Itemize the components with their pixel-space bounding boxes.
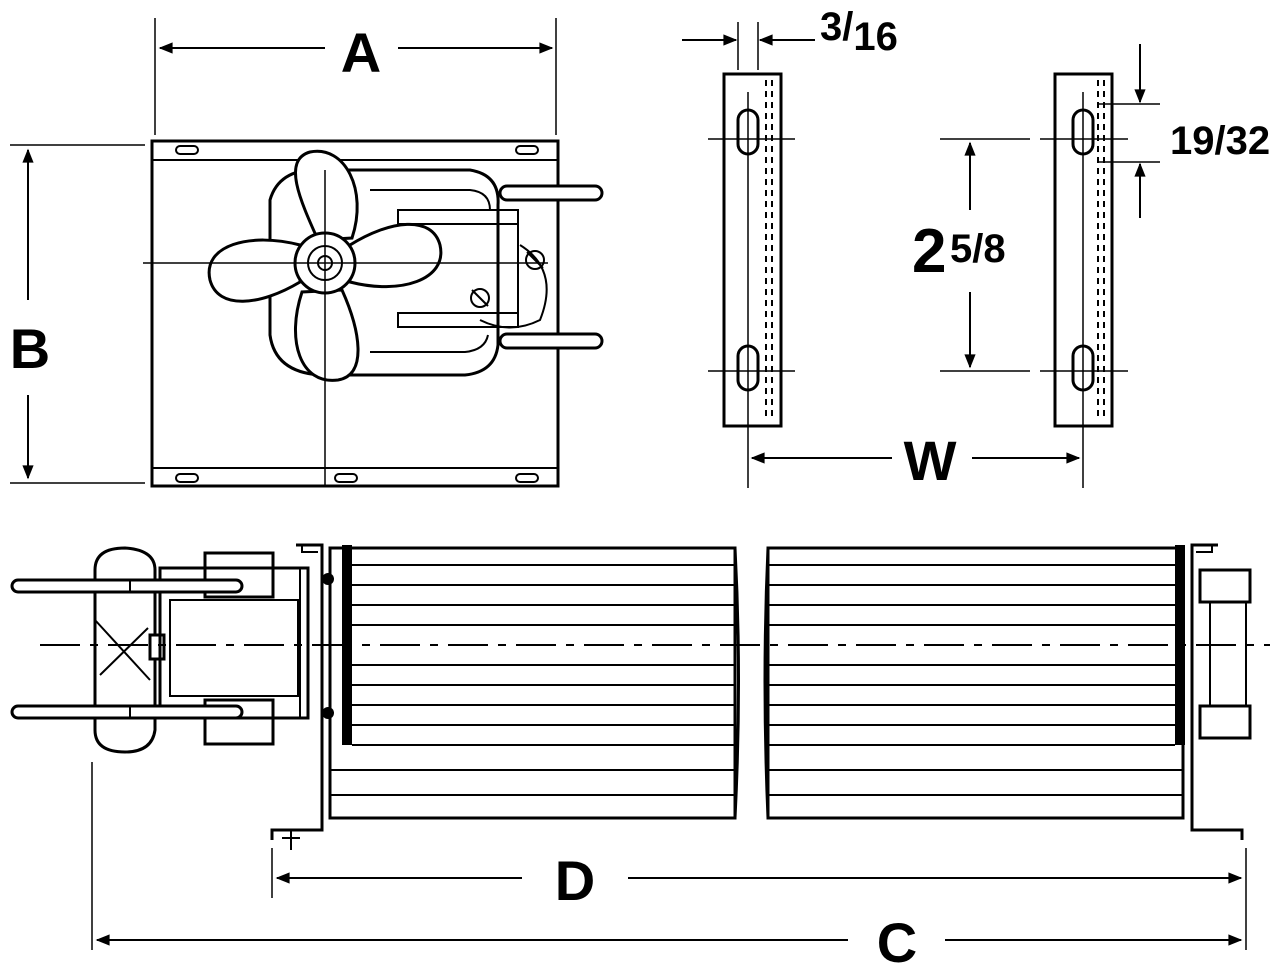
fan-blade-bottom	[294, 288, 360, 382]
housing-right-segment	[766, 546, 1185, 820]
lead-wire	[479, 244, 548, 329]
motor-boss-bottom	[203, 698, 275, 746]
dim-b-label: B	[10, 317, 50, 380]
dim-d-label: D	[555, 849, 595, 912]
screw-slot	[471, 289, 489, 307]
fan-blade-left	[207, 238, 302, 303]
dim-hole-spacing-fraction: 5/8	[950, 227, 1006, 271]
nut	[322, 573, 334, 585]
break-line-right	[763, 547, 770, 819]
break-line-left	[733, 547, 740, 819]
bearing-block-bottom	[1198, 704, 1252, 740]
motor-boss-top	[203, 551, 275, 599]
fan-blade-top	[293, 149, 359, 242]
housing-plate	[150, 139, 560, 488]
bracket-detail: 3/16 19/32 2 5/8 W	[682, 5, 1270, 492]
motor-core	[169, 599, 299, 697]
bracket-lip	[301, 545, 318, 553]
lead-wire-bottom	[10, 704, 244, 720]
end-view: A B	[10, 18, 604, 488]
flange-slot	[175, 145, 199, 155]
nut	[322, 707, 334, 719]
motor-contour	[370, 189, 491, 353]
wheel-blades-left	[330, 564, 735, 796]
dim-c-label: C	[877, 911, 917, 970]
wheel-blades-right	[768, 564, 1183, 796]
terminal-screw	[470, 288, 490, 308]
dim-slot-offset-label: 3/16	[820, 5, 898, 59]
bearing-block-top	[1198, 568, 1252, 604]
fan-blade-right	[348, 222, 443, 289]
motor-bracket-top	[397, 209, 519, 225]
terminal-lead-top	[498, 184, 604, 202]
mounting-bracket-left	[270, 543, 324, 840]
lead-wire-top	[10, 578, 244, 594]
dim-w-label: W	[904, 429, 957, 492]
motor-bracket-bottom	[397, 312, 519, 328]
dim-slot-length-label: 19/32	[1170, 119, 1270, 163]
flange-slot	[515, 473, 539, 483]
flange-slot	[334, 473, 358, 483]
side-view: D C	[10, 540, 1270, 970]
flange-slot	[515, 145, 539, 155]
flange-slot	[175, 473, 199, 483]
motor-shaft-stub	[148, 633, 166, 661]
terminal-lead-bottom	[498, 332, 604, 350]
mounting-bracket-right	[1190, 543, 1244, 840]
housing-left-segment	[328, 546, 737, 820]
dim-a-label: A	[341, 21, 381, 84]
break-gap	[738, 540, 766, 825]
dim-hole-spacing-whole: 2	[912, 217, 946, 286]
bracket-left	[722, 72, 783, 428]
fan-blade-edge	[94, 619, 151, 681]
terminal-screw	[525, 250, 545, 270]
bearing-housing	[1209, 601, 1247, 707]
bracket-lip	[1196, 545, 1213, 553]
